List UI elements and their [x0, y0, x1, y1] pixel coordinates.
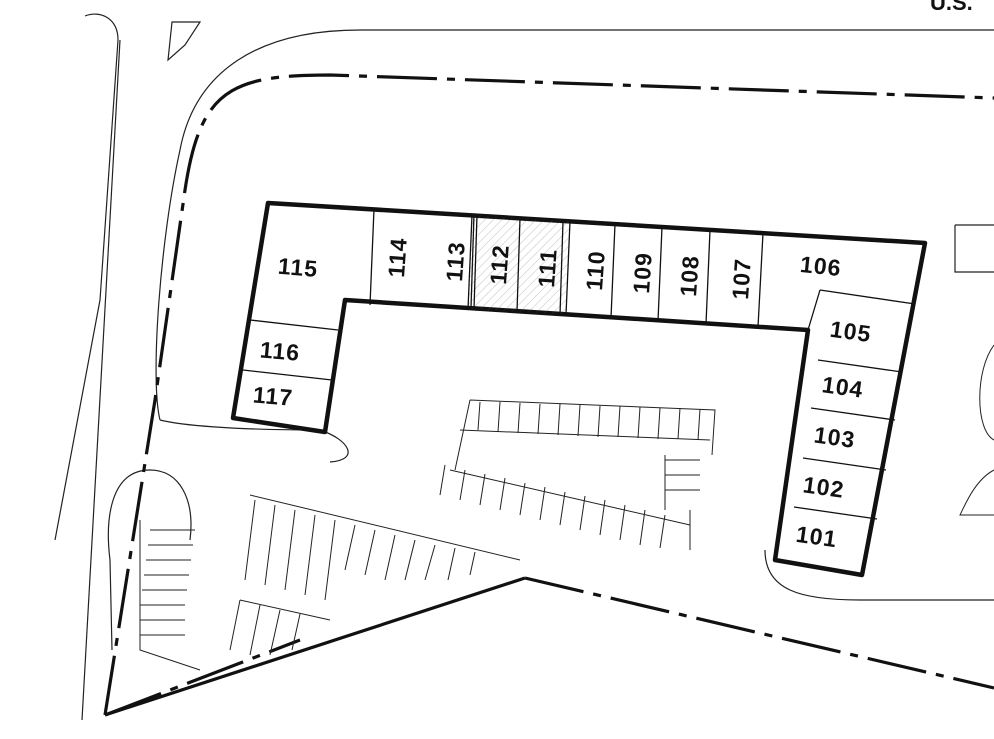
property-boundary-solid — [104, 576, 526, 717]
unit-108-label: 108 — [675, 254, 704, 297]
unit-102-label: 102 — [801, 471, 846, 503]
unit-106-label: 106 — [799, 251, 843, 281]
unit-117-label: 117 — [252, 381, 294, 410]
parking-area-right — [959, 344, 994, 516]
unit-109-label: 109 — [628, 251, 657, 294]
parking-area-center — [439, 399, 716, 550]
parking-area-left — [139, 494, 521, 671]
unit-111-hatch — [517, 218, 570, 315]
road-curbs — [54, 13, 994, 721]
road-label: U.S. — [930, 0, 973, 15]
unit-labels: 101 102 103 104 105 106 107 108 109 110 … — [252, 237, 873, 553]
unit-103-label: 103 — [812, 422, 857, 454]
unit-114-label: 114 — [383, 237, 412, 279]
unit-115-label: 115 — [277, 253, 319, 282]
unit-116-label: 116 — [259, 336, 301, 365]
unit-113-label: 113 — [441, 241, 470, 283]
unit-107-label: 107 — [727, 257, 756, 300]
unit-110-label: 110 — [581, 250, 610, 292]
unit-111-label: 111 — [533, 248, 562, 289]
unit-112-hatch — [468, 215, 520, 312]
unit-101-label: 101 — [794, 521, 839, 553]
property-boundary — [103, 73, 994, 717]
unit-dividers — [242, 208, 916, 520]
unit-112-label: 112 — [485, 244, 514, 286]
unit-104-label: 104 — [820, 371, 865, 403]
unit-105-label: 105 — [828, 316, 873, 348]
